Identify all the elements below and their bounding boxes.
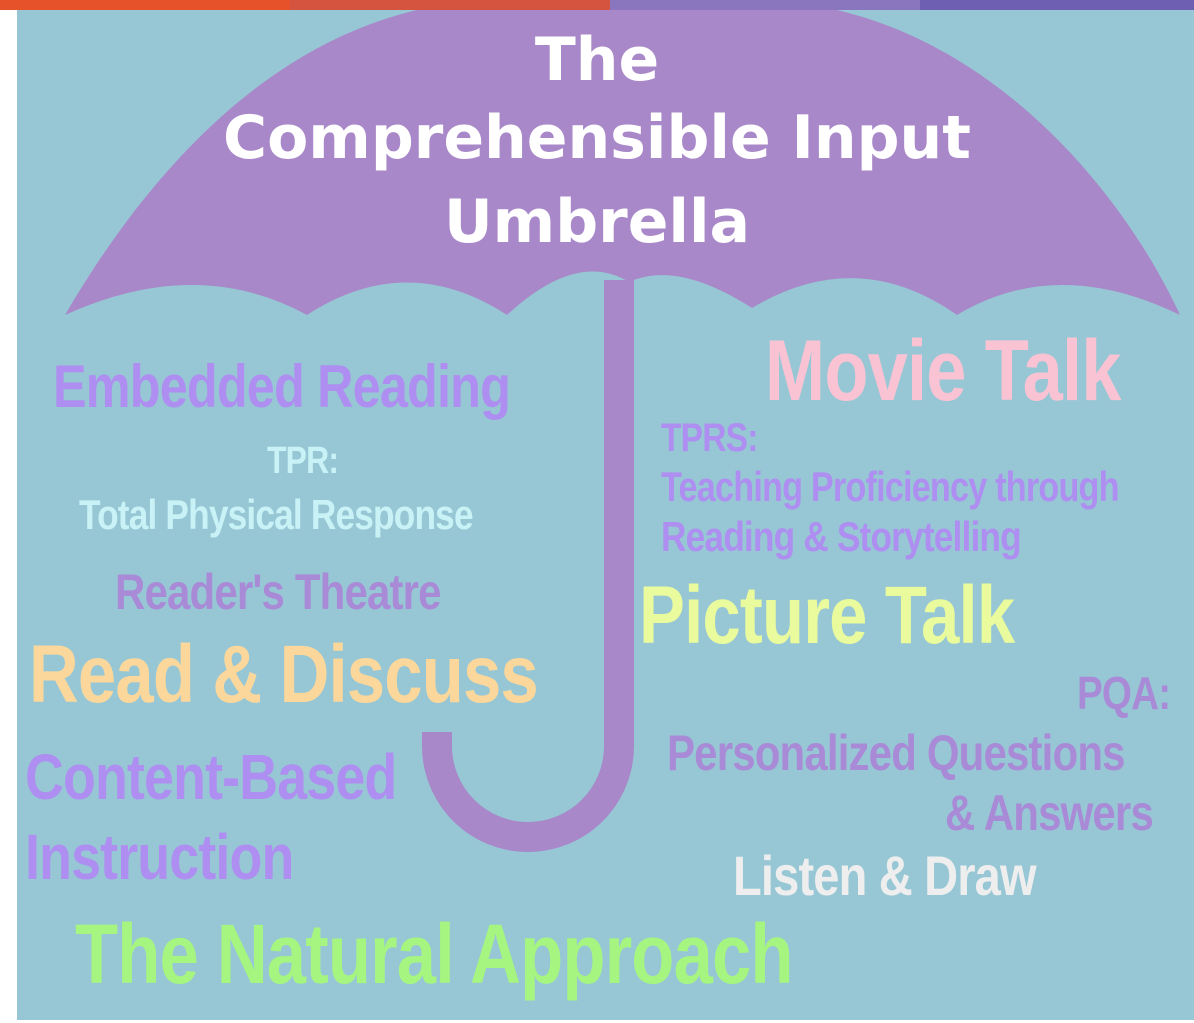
label-tprs-abbr: TPRS:	[661, 416, 758, 460]
label-pqa-abbr: PQA:	[1077, 667, 1171, 719]
label-embedded-reading: Embedded Reading	[53, 353, 511, 420]
label-movie-talk: Movie Talk	[765, 323, 1121, 419]
title-line-1: The	[534, 25, 660, 95]
top-color-strip	[0, 0, 1194, 10]
label-pqa-line2: & Answers	[945, 785, 1154, 841]
label-picture-talk: Picture Talk	[639, 570, 1015, 661]
label-cbi-line2: Instruction	[25, 821, 294, 893]
label-tpr-abbr: TPR:	[267, 440, 339, 482]
label-tpr-full: Total Physical Response	[79, 491, 474, 538]
title-line-2: Comprehensible Input	[223, 103, 971, 173]
title-line-3: Umbrella	[443, 187, 751, 257]
label-listen-draw: Listen & Draw	[733, 844, 1037, 907]
label-read-discuss: Read & Discuss	[29, 629, 539, 720]
umbrella-infographic: The Comprehensible Input Umbrella Embedd…	[17, 10, 1194, 1020]
umbrella-canopy	[65, 10, 1180, 315]
umbrella-handle	[422, 280, 634, 852]
umbrella-illustration	[17, 10, 1194, 1020]
label-readers-theatre: Reader's Theatre	[115, 564, 442, 620]
label-tprs-line1: Teaching Proficiency through	[661, 463, 1120, 510]
label-tprs-line2: Reading & Storytelling	[661, 513, 1022, 560]
label-natural-approach: The Natural Approach	[75, 907, 793, 1001]
label-cbi-line1: Content-Based	[25, 741, 397, 813]
label-pqa-line1: Personalized Questions	[667, 725, 1125, 781]
